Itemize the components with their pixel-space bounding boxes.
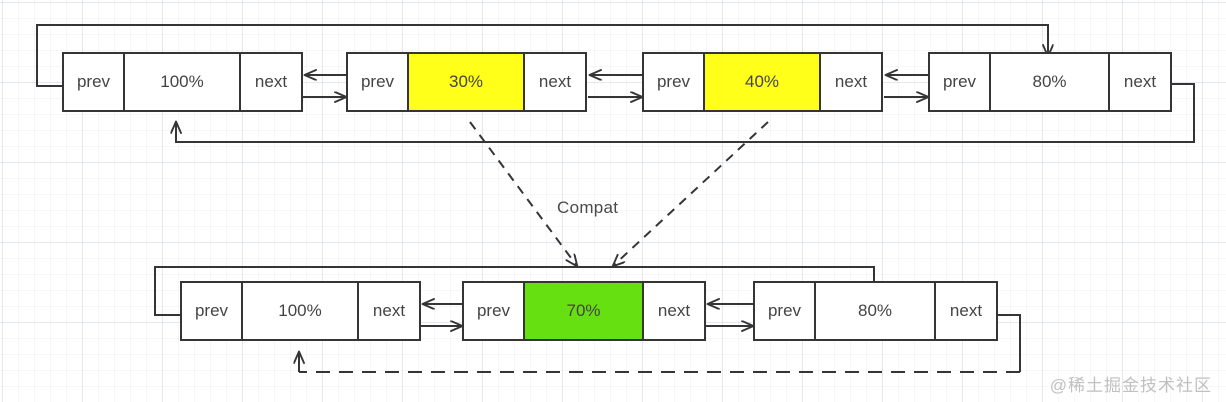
watermark: @稀土掘金技术社区 — [1049, 376, 1212, 395]
node-prev-cell: prev — [464, 283, 523, 339]
node-next-cell: next — [936, 283, 996, 339]
node-before-3[interactable]: prev 80% next — [928, 52, 1172, 112]
node-prev-cell: prev — [644, 54, 703, 110]
node-before-1[interactable]: prev 30% next — [346, 52, 587, 112]
node-next-cell: next — [241, 54, 301, 110]
node-next-cell: next — [359, 283, 419, 339]
node-value-cell: 30% — [407, 54, 525, 110]
node-next-cell: next — [525, 54, 585, 110]
node-value-cell: 100% — [123, 54, 241, 110]
node-prev-cell: prev — [930, 54, 989, 110]
node-after-2[interactable]: prev 80% next — [753, 281, 998, 341]
node-next-cell: next — [1110, 54, 1170, 110]
node-next-cell: next — [821, 54, 881, 110]
node-value-cell: 70% — [523, 283, 644, 339]
compat-arrow-right — [613, 121, 769, 266]
node-after-0[interactable]: prev 100% next — [180, 281, 421, 341]
node-prev-cell: prev — [755, 283, 814, 339]
node-before-0[interactable]: prev 100% next — [62, 52, 303, 112]
node-value-cell: 80% — [814, 283, 936, 339]
compat-arrow-left — [469, 121, 577, 266]
node-value-cell: 100% — [241, 283, 359, 339]
node-next-cell: next — [644, 283, 704, 339]
node-prev-cell: prev — [348, 54, 407, 110]
node-before-2[interactable]: prev 40% next — [642, 52, 883, 112]
node-after-1[interactable]: prev 70% next — [462, 281, 706, 341]
node-value-cell: 40% — [703, 54, 821, 110]
node-value-cell: 80% — [989, 54, 1110, 110]
compat-label: Compat — [557, 198, 619, 217]
node-prev-cell: prev — [182, 283, 241, 339]
node-prev-cell: prev — [64, 54, 123, 110]
